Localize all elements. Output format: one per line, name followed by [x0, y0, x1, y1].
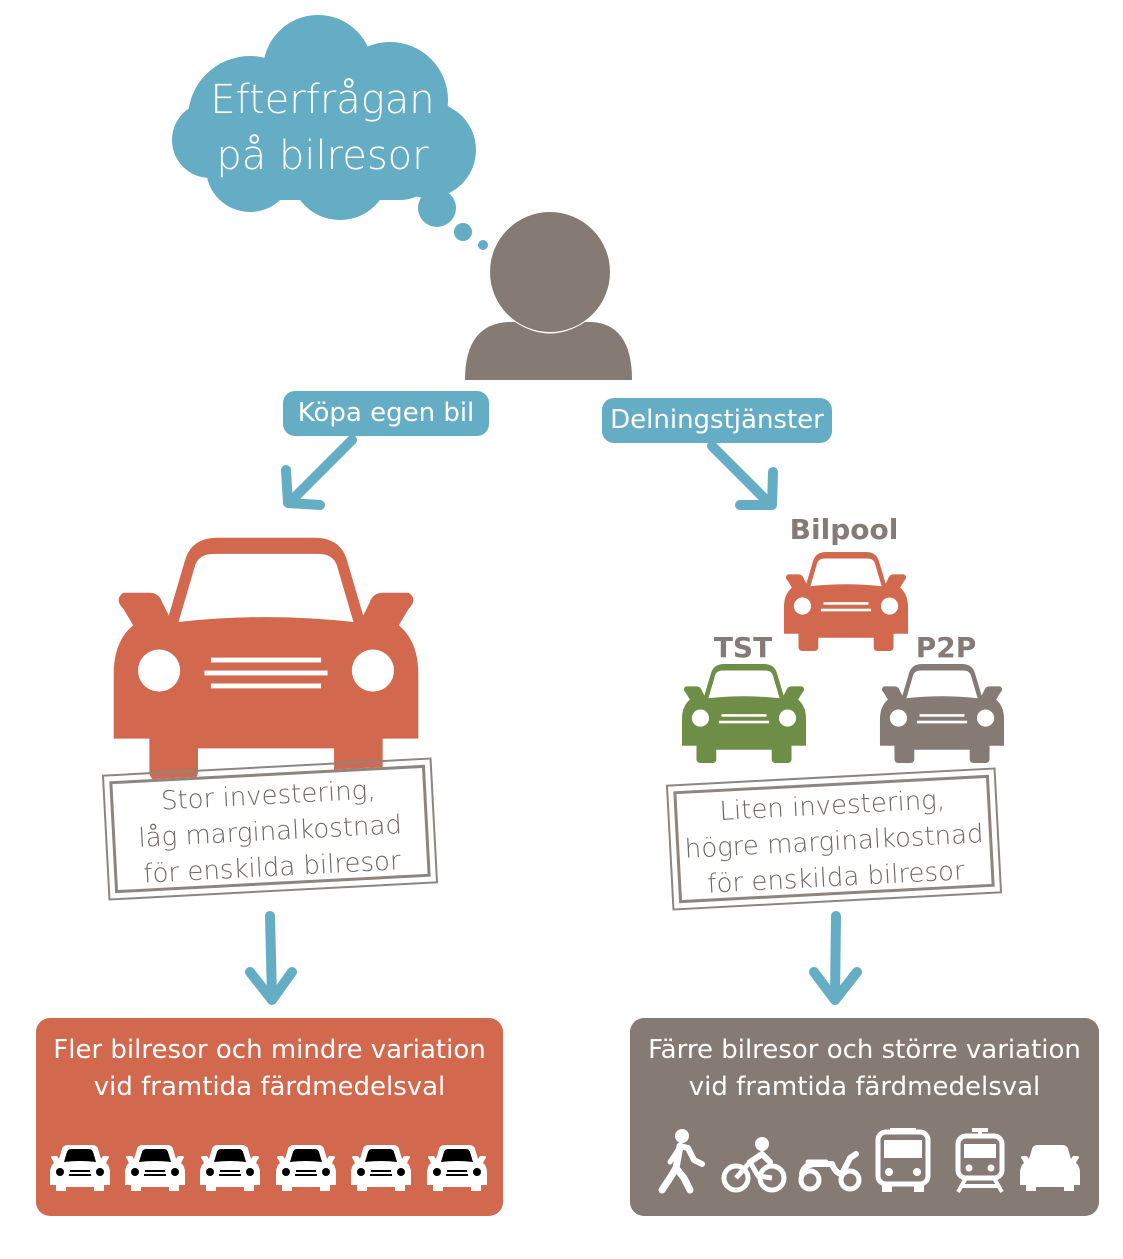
arrow-left-down [281, 435, 357, 510]
stamp-own-car: Stor investering, låg marginalkostnad fö… [102, 756, 438, 902]
arrow-left-result [245, 911, 297, 1005]
branch-own-car-label: Köpa egen bil [283, 391, 489, 436]
bilpool-car-icon [783, 551, 909, 651]
cloud-line-1: Efterfrågan [210, 77, 435, 123]
result-left-line-1: Fler bilresor och mindre variation [53, 1035, 486, 1065]
arrow-right-down [707, 441, 778, 510]
result-right-line-2: vid framtida färdmedelsval [688, 1072, 1041, 1102]
result-left-line-2: vid framtida färdmedelsval [93, 1072, 446, 1102]
tst-label: TST [713, 631, 773, 664]
own-car-icon [113, 537, 419, 781]
branch-sharing-label: Delningstjänster [602, 398, 832, 443]
result-sharing-box: Färre bilresor och större variation vid … [630, 1018, 1099, 1216]
stamp-sharing: Liten investering, högre marginalkostnad… [666, 766, 1002, 912]
bilpool-label: Bilpool [789, 513, 899, 546]
result-own-car-box: Fler bilresor och mindre variation vid f… [36, 1018, 503, 1216]
p2p-label: P2P [915, 631, 977, 664]
result-right-line-1: Färre bilresor och större variation [648, 1035, 1081, 1065]
p2p-car-icon [879, 663, 1005, 763]
tst-car-icon [681, 663, 807, 763]
arrow-right-result [809, 911, 862, 1005]
thought-cloud [172, 15, 488, 250]
cloud-line-2: på bilresor [216, 133, 429, 179]
cloud-text: Efterfrågan på bilresor [180, 72, 465, 184]
person-icon [465, 212, 632, 380]
